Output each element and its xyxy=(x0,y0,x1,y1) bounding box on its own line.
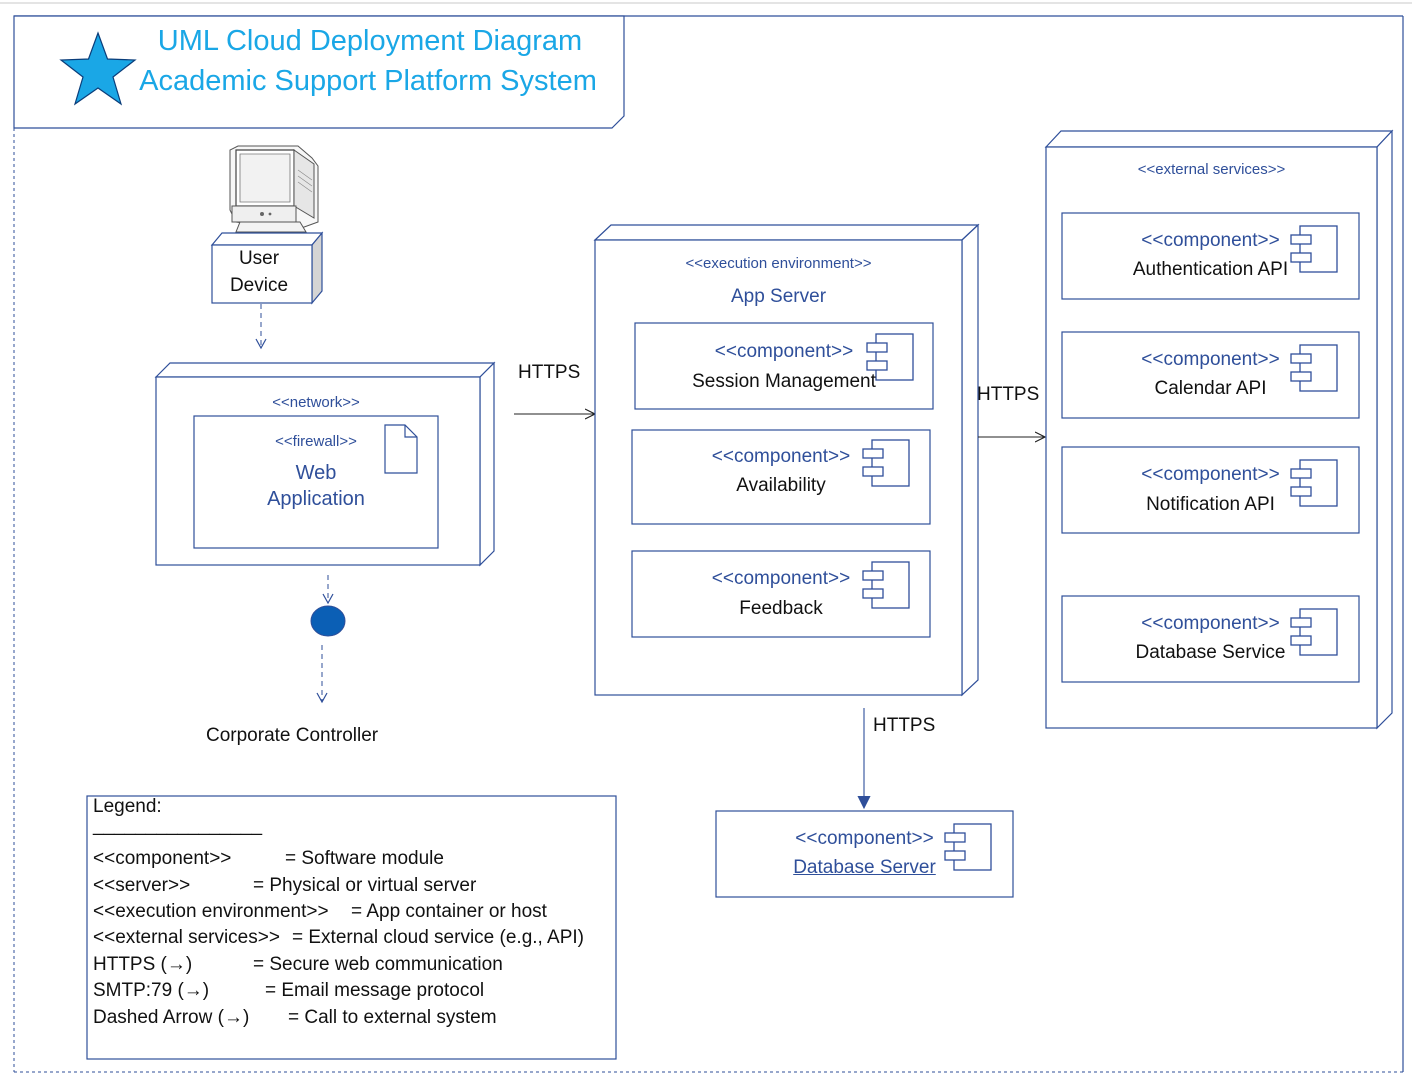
legend-key: <<component>> xyxy=(93,848,232,869)
component-icon xyxy=(862,561,910,609)
document-icon xyxy=(384,424,418,474)
legend-value: = Secure web communication xyxy=(253,954,503,975)
authentication-api-stereotype: <<component>> xyxy=(1141,230,1280,251)
calendar-api-name: Calendar API xyxy=(1154,378,1267,399)
legend-value: = App container or host xyxy=(351,901,547,922)
database-service-stereotype: <<component>> xyxy=(1141,613,1280,634)
component-icon xyxy=(1290,225,1338,273)
availability-stereotype: <<component>> xyxy=(711,446,851,467)
https-label-app-to-external: HTTPS xyxy=(977,384,1040,405)
component-icon xyxy=(1290,344,1338,392)
user-device-node xyxy=(210,231,324,305)
user-device-label-line1: User xyxy=(238,248,280,269)
legend-rule: ________________ xyxy=(93,815,263,836)
session-management-name: Session Management xyxy=(692,371,876,392)
notification-api-name: Notification API xyxy=(1146,494,1275,515)
legend-key: SMTP:79 (→) xyxy=(93,980,210,1001)
https-label-app-to-database: HTTPS xyxy=(873,715,936,736)
diagram-title-line2: Academic Support Platform System xyxy=(139,65,597,97)
component-icon xyxy=(1290,608,1338,656)
external-services-node xyxy=(1044,129,1394,730)
feedback-stereotype: <<component>> xyxy=(711,568,851,589)
star-icon xyxy=(59,31,137,106)
diagram-title-line1: UML Cloud Deployment Diagram xyxy=(157,25,583,57)
firewall-stereotype: <<firewall>> xyxy=(275,433,357,450)
component-icon xyxy=(1290,459,1338,507)
availability-name: Availability xyxy=(736,475,826,496)
legend-key: Dashed Arrow (→) xyxy=(93,1007,250,1028)
authentication-api-name: Authentication API xyxy=(1132,259,1289,280)
web-application-label-line1: Web xyxy=(295,462,337,484)
network-stereotype: <<network>> xyxy=(272,394,360,411)
https-label-network-to-app: HTTPS xyxy=(518,362,581,383)
legend-key: HTTPS (→) xyxy=(93,954,193,975)
database-server-name[interactable]: Database Server xyxy=(793,857,936,878)
legend-value: = Email message protocol xyxy=(265,980,485,1001)
legend-value: = Physical or virtual server xyxy=(253,875,477,896)
corporate-controller-label: Corporate Controller xyxy=(206,725,379,746)
database-service-name: Database Service xyxy=(1135,642,1286,663)
legend-key: <<execution environment>> xyxy=(93,901,329,922)
legend-key: <<server>> xyxy=(93,875,191,896)
computer-monitor-icon xyxy=(229,145,319,233)
feedback-name: Feedback xyxy=(739,598,823,619)
calendar-api-stereotype: <<component>> xyxy=(1141,349,1280,370)
app-server-name: App Server xyxy=(730,286,827,307)
legend-box xyxy=(86,795,617,1060)
title-frame xyxy=(13,15,625,129)
legend-title: Legend: xyxy=(93,796,162,817)
component-icon xyxy=(866,333,914,381)
legend-key: <<external services>> xyxy=(93,927,280,948)
app-server-stereotype: <<execution environment>> xyxy=(685,255,872,272)
legend-value: = Call to external system xyxy=(288,1007,497,1028)
web-application-label-line2: Application xyxy=(267,488,365,510)
database-server-stereotype: <<component>> xyxy=(795,828,934,849)
session-management-stereotype: <<component>> xyxy=(714,341,854,362)
user-device-label-line2: Device xyxy=(229,275,289,296)
interface-dot xyxy=(310,605,346,637)
component-icon xyxy=(944,823,992,871)
component-icon xyxy=(862,439,910,487)
external-services-stereotype: <<external services>> xyxy=(1137,161,1286,178)
legend-value: = External cloud service (e.g., API) xyxy=(292,927,584,948)
notification-api-stereotype: <<component>> xyxy=(1141,464,1280,485)
legend-value: = Software module xyxy=(285,848,444,869)
